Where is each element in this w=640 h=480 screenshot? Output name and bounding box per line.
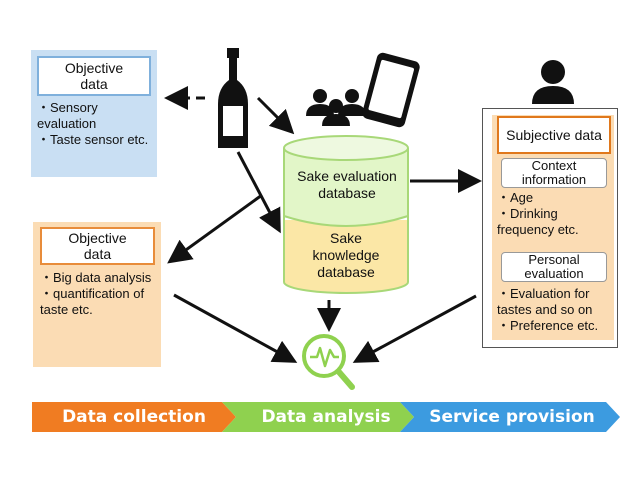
database-cylinder	[283, 135, 409, 294]
list-item: tastes and so on	[497, 302, 593, 317]
objective-bigdata-list: ・Big data analysis ・quantification of ta…	[40, 270, 151, 318]
stage-data-collection	[32, 402, 236, 432]
objective-sensor-list: ・Sensory evaluation ・Taste sensor etc.	[37, 100, 148, 148]
sake-bottle-icon	[218, 48, 248, 148]
stage-label-data-collection: Data collection	[62, 407, 206, 427]
arrow-bottle-to-db	[256, 96, 295, 135]
list-item: ・Evaluation for	[497, 286, 590, 301]
person-icon	[532, 60, 574, 104]
objective-bigdata-title: Objective data	[40, 227, 155, 265]
arrow-bigdata-to-analysis	[173, 293, 298, 363]
personal-eval-list: ・Evaluation for tastes and so on ・Prefer…	[497, 286, 598, 334]
arrow-bottle-to-knowledge	[236, 151, 281, 234]
list-item: ・quantification of	[40, 286, 145, 301]
sake-evaluation-db-label: Sake evaluation database	[297, 168, 397, 201]
context-info-list: ・Age ・Drinking frequency etc.	[497, 190, 579, 238]
list-item: ・Taste sensor etc.	[37, 132, 149, 147]
smartphone-icon	[362, 52, 420, 128]
subjective-title: Subjective data	[497, 116, 611, 154]
stage-data-analysis	[222, 402, 414, 432]
list-item: evaluation	[37, 116, 97, 131]
stage-label-data-analysis: Data analysis	[261, 407, 391, 427]
sake-knowledge-db-label: Sake knowledge database	[312, 230, 380, 280]
analysis-magnifier-icon	[302, 334, 355, 390]
arrow-db-to-bigdata	[167, 193, 263, 264]
list-item: frequency etc.	[497, 222, 579, 237]
arrow-subjective-to-analysis	[352, 294, 477, 363]
stage-service-provision	[400, 402, 620, 432]
context-info-title: Context information	[501, 158, 607, 188]
list-item: taste etc.	[40, 302, 93, 317]
people-icon	[306, 89, 366, 126]
stage-bar	[32, 402, 620, 432]
list-item: ・Preference etc.	[497, 318, 599, 333]
personal-eval-title: Personal evaluation	[501, 252, 607, 282]
list-item: ・Drinking	[497, 206, 558, 221]
list-item: ・Age	[497, 190, 534, 205]
stage-label-service-provision: Service provision	[429, 407, 595, 427]
list-item: ・Sensory	[37, 100, 98, 115]
list-item: ・Big data analysis	[40, 270, 152, 285]
objective-sensor-title: Objective data	[37, 56, 151, 96]
